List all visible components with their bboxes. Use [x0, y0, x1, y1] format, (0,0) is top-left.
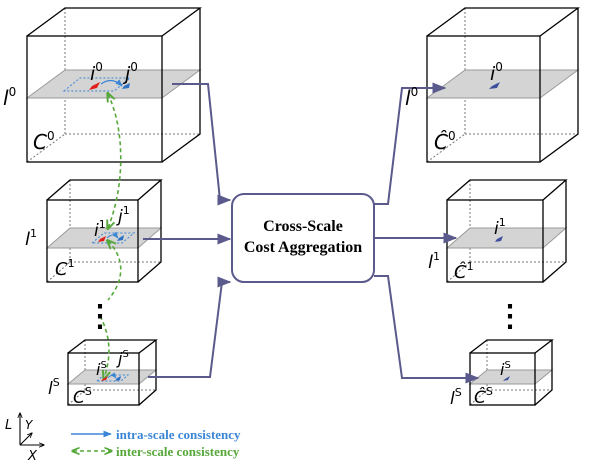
legend: intra-scale consistency inter-scale cons…	[71, 427, 241, 459]
pixel-is	[101, 376, 108, 381]
intra-window-0	[62, 77, 132, 92]
pixels	[89, 79, 510, 381]
intra-window-1	[90, 232, 136, 244]
label-out-l1: l1	[428, 250, 440, 273]
output-plane-ls	[468, 369, 554, 385]
cross-scale-aggregation-box: Cross-Scale Cost Aggregation	[231, 193, 375, 283]
label-c1: C1	[55, 257, 75, 280]
label-j1: j1	[116, 204, 130, 227]
box-title-line2: Cost Aggregation	[244, 239, 362, 256]
output-plane-l1	[445, 227, 568, 249]
output-cube-scale-1	[445, 179, 568, 283]
pixel-js	[115, 376, 121, 381]
output-pixel-is	[503, 376, 510, 381]
label-ls: lS	[48, 376, 60, 399]
label-i0: i0	[90, 60, 103, 85]
label-js: jS	[116, 349, 129, 368]
arrow-input-0	[172, 83, 232, 206]
arrow-input-s	[148, 276, 232, 378]
intra-arrow-1	[106, 231, 119, 239]
intra-window-s	[95, 374, 130, 382]
intra-arrow-s	[107, 372, 117, 379]
label-out-c0: Ĉ0	[434, 129, 456, 154]
input-cube-scale-0	[25, 7, 202, 163]
plane-ls	[66, 369, 158, 385]
label-out-is: iS	[500, 360, 511, 379]
output-plane-l0	[425, 69, 580, 99]
label-is: iS	[96, 360, 107, 379]
arrow-output-s	[374, 275, 480, 384]
axis-y-arrow	[19, 433, 32, 446]
label-out-i0: i0	[490, 60, 503, 85]
inter-arrow-1-dots	[108, 241, 122, 301]
label-out-l0: l0	[405, 85, 418, 110]
arrow-output-0	[374, 82, 447, 205]
axis-y-label: Y	[25, 418, 34, 432]
label-l1: l1	[25, 227, 37, 250]
ellipsis-output: ⋮	[495, 300, 525, 333]
axis-x-label: X	[27, 449, 38, 464]
label-out-c1: Ĉ1	[454, 260, 474, 283]
output-pixel-i1	[495, 236, 503, 242]
output-cube-scale-s	[468, 339, 554, 406]
inter-scale-arrows	[99, 94, 122, 378]
label-cs: CS	[73, 385, 92, 408]
pixel-j1	[117, 235, 124, 241]
label-out-ls: lS	[450, 386, 462, 409]
inter-arrow-0-1	[108, 94, 122, 228]
axis-l-label: L	[5, 418, 12, 433]
intra-arrow-0	[100, 79, 123, 87]
legend-inter-label: inter-scale consistency	[116, 444, 240, 459]
output-pixel-i0	[489, 82, 500, 89]
label-out-cs: ĈS	[474, 385, 493, 408]
inter-arrow-dots-s	[99, 315, 109, 378]
legend-intra-label: intra-scale consistency	[116, 427, 241, 442]
label-c0: C0	[33, 129, 55, 154]
flow-arrows	[143, 82, 480, 384]
label-out-i1: i1	[494, 216, 506, 239]
label-i1: i1	[94, 218, 106, 241]
output-cube-scale-0	[425, 7, 580, 163]
box-title-line1: Cross-Scale	[263, 218, 343, 235]
pixel-i1	[98, 236, 106, 242]
label-l0: l0	[3, 85, 16, 110]
ellipsis-input: ⋮	[85, 300, 115, 333]
label-j0: j0	[122, 60, 138, 85]
coordinate-axes: L Y X	[5, 413, 44, 464]
pixel-i0	[89, 82, 100, 90]
pixel-j0	[122, 83, 130, 89]
